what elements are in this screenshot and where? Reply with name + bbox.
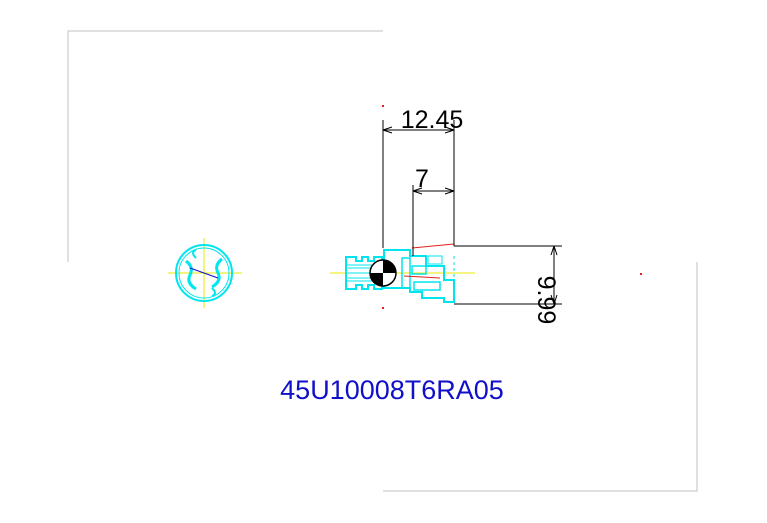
- end-view-icon: [168, 238, 242, 308]
- dimension-overall-length: [382, 120, 455, 248]
- dimension-head-length-label: 7: [415, 165, 429, 193]
- red-marker-points: [382, 105, 642, 309]
- side-view-icon: [330, 243, 475, 304]
- sheet-frame: [67, 30, 698, 492]
- dimension-head-length: [412, 185, 455, 256]
- part-number-label: 45U10008T6RA05: [280, 375, 504, 405]
- dimension-overall-length-label: 12.45: [401, 106, 464, 134]
- dimension-height: [454, 245, 562, 305]
- dimension-height-label: 9.99: [532, 276, 560, 325]
